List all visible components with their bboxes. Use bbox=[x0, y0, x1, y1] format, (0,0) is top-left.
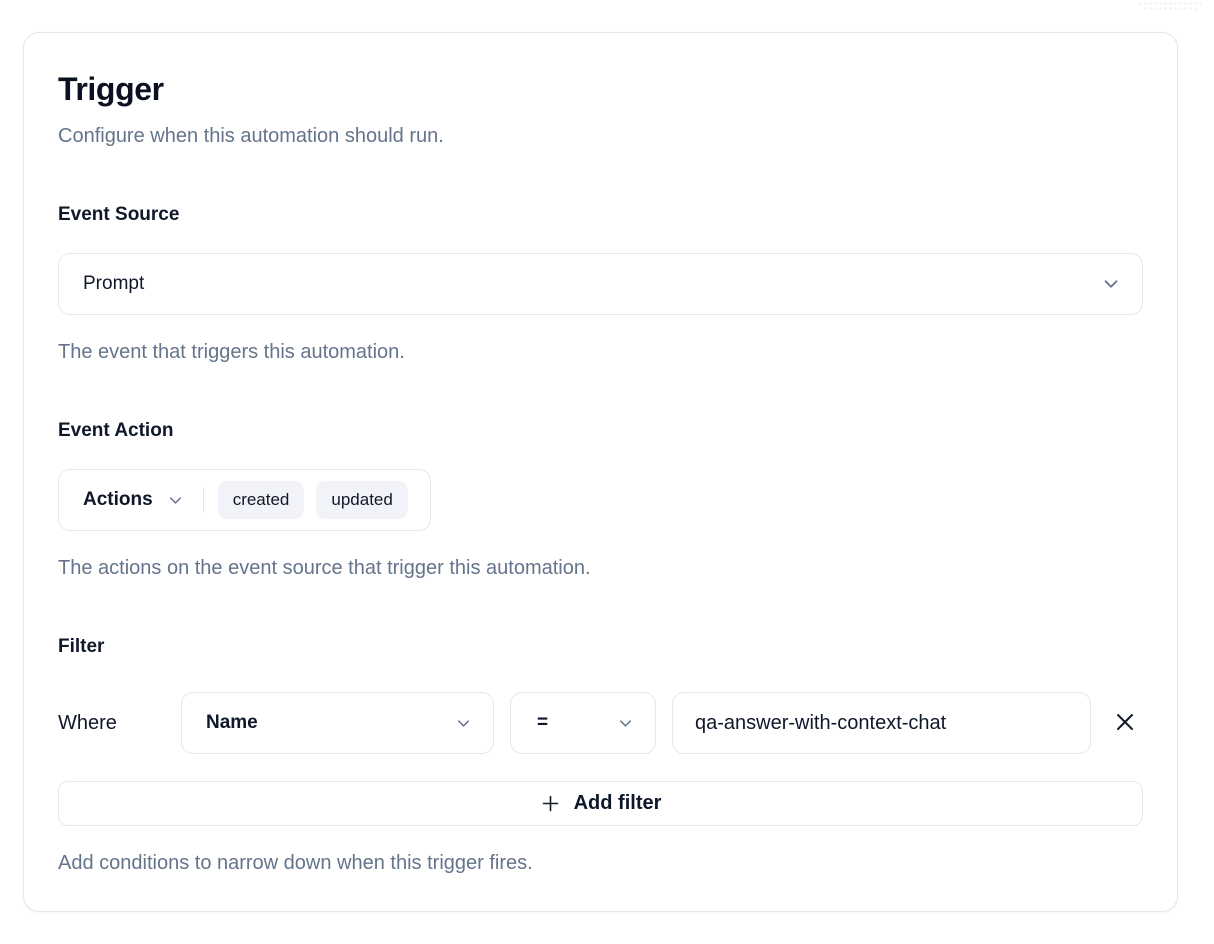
page-subtitle: Configure when this automation should ru… bbox=[58, 125, 444, 147]
remove-filter-button[interactable] bbox=[1107, 705, 1143, 741]
event-source-help: The event that triggers this automation. bbox=[58, 341, 405, 363]
filter-help: Add conditions to narrow down when this … bbox=[58, 852, 533, 874]
filter-section: Filter Where Name = bbox=[58, 635, 1143, 875]
add-filter-button[interactable]: Add filter bbox=[58, 781, 1143, 826]
filter-operator-selected-value: = bbox=[537, 712, 549, 733]
action-chip-created[interactable]: created bbox=[217, 481, 305, 519]
event-action-help: The actions on the event source that tri… bbox=[58, 557, 591, 579]
event-action-control: Actions created updated bbox=[58, 469, 431, 531]
filter-operator-select[interactable]: = bbox=[510, 692, 656, 754]
event-action-dropdown-label: Actions bbox=[83, 489, 153, 510]
event-source-select[interactable]: Prompt bbox=[58, 253, 1143, 315]
partial-element-top-right bbox=[1138, 0, 1202, 12]
filter-where-label: Where bbox=[58, 711, 117, 734]
event-source-section: Event Source Prompt The event that trigg… bbox=[58, 203, 1143, 364]
event-action-dropdown[interactable]: Actions bbox=[83, 489, 185, 511]
event-source-selected-value: Prompt bbox=[83, 273, 145, 294]
plus-icon bbox=[540, 793, 561, 814]
action-chip-updated[interactable]: updated bbox=[316, 481, 408, 519]
filter-row: Where Name = bbox=[58, 692, 1143, 754]
filter-field-select[interactable]: Name bbox=[181, 692, 494, 754]
chevron-down-icon bbox=[1100, 273, 1122, 295]
event-source-label: Event Source bbox=[58, 204, 180, 225]
action-chips: created updated bbox=[217, 481, 418, 519]
event-action-label: Event Action bbox=[58, 420, 174, 441]
vertical-divider bbox=[202, 487, 204, 513]
page-title: Trigger bbox=[58, 71, 164, 107]
add-filter-label: Add filter bbox=[573, 792, 662, 814]
trigger-card: Trigger Configure when this automation s… bbox=[23, 32, 1178, 912]
event-action-section: Event Action Actions created updated The… bbox=[58, 419, 1143, 580]
filter-label: Filter bbox=[58, 636, 105, 657]
close-icon bbox=[1113, 710, 1137, 737]
filter-field-selected-value: Name bbox=[206, 712, 258, 733]
chevron-down-icon bbox=[616, 714, 635, 733]
filter-value-input[interactable] bbox=[672, 692, 1091, 754]
chevron-down-icon bbox=[454, 714, 473, 733]
chevron-down-icon bbox=[166, 491, 185, 510]
